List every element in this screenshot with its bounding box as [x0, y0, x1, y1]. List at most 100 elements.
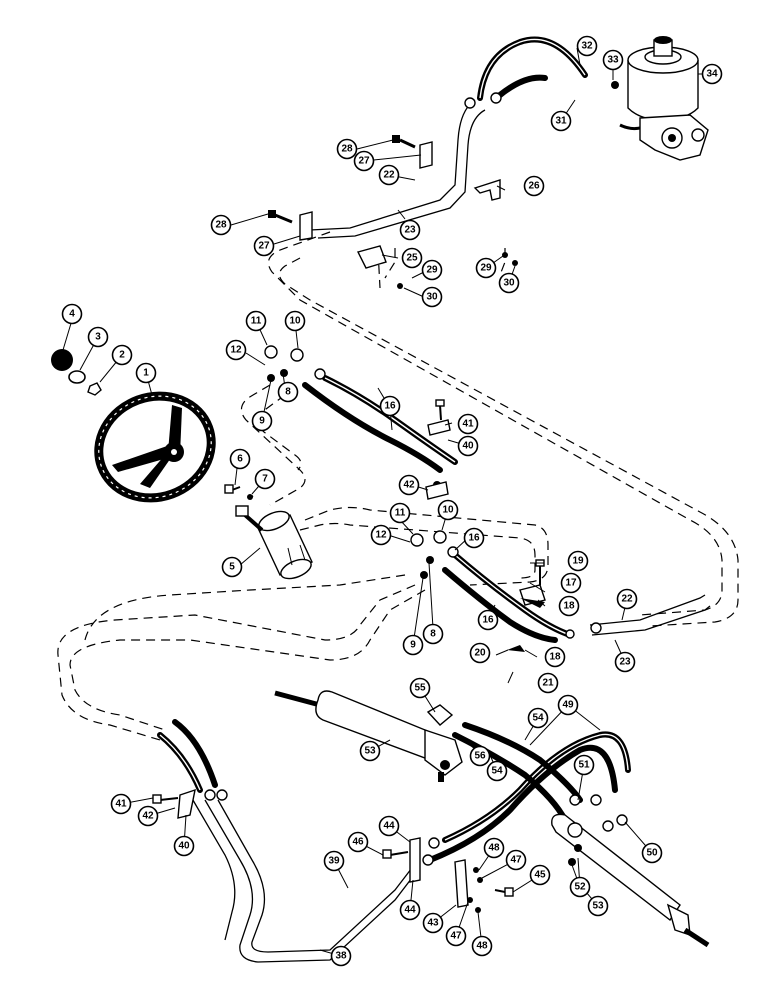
callout-12: 12 — [225, 339, 247, 361]
svg-text:16: 16 — [384, 401, 396, 412]
svg-text:50: 50 — [646, 848, 658, 859]
svg-text:22: 22 — [383, 170, 395, 181]
callout-53: 53 — [359, 740, 381, 762]
callout-18: 18 — [544, 646, 566, 668]
svg-text:42: 42 — [142, 811, 154, 822]
callout-23: 23 — [614, 651, 636, 673]
callout-27: 27 — [353, 150, 375, 172]
svg-text:49: 49 — [562, 700, 574, 711]
callout-16: 16 — [379, 395, 401, 417]
svg-text:11: 11 — [251, 316, 262, 327]
brackets — [177, 141, 546, 908]
bolts — [152, 135, 545, 897]
callout-19: 19 — [567, 550, 589, 572]
svg-text:28: 28 — [341, 144, 353, 155]
callout-2: 2 — [111, 344, 133, 366]
svg-text:40: 40 — [462, 441, 474, 452]
svg-text:25: 25 — [406, 253, 418, 264]
svg-text:12: 12 — [230, 345, 242, 356]
svg-text:16: 16 — [482, 615, 494, 626]
svg-text:45: 45 — [534, 870, 546, 881]
callout-45: 45 — [529, 864, 551, 886]
svg-text:41: 41 — [462, 419, 474, 430]
steering-cylinder-upper — [274, 690, 463, 782]
svg-text:54: 54 — [491, 766, 503, 777]
callout-41: 41 — [457, 413, 479, 435]
steering-wheel — [94, 391, 216, 503]
callout-47: 47 — [505, 849, 527, 871]
callout-46: 46 — [347, 831, 369, 853]
callout-56: 56 — [469, 745, 491, 767]
svg-text:44: 44 — [383, 821, 395, 832]
lower-steel-tubes — [189, 794, 419, 963]
svg-text:43: 43 — [427, 918, 439, 929]
callout-43: 43 — [422, 912, 444, 934]
svg-text:42: 42 — [403, 480, 415, 491]
svg-text:16: 16 — [468, 533, 480, 544]
callout-9: 9 — [402, 634, 424, 656]
svg-text:29: 29 — [426, 265, 438, 276]
svg-text:27: 27 — [358, 156, 370, 167]
callout-44: 44 — [378, 815, 400, 837]
callout-5: 5 — [221, 556, 243, 578]
callout-42: 42 — [398, 474, 420, 496]
callout-40: 40 — [457, 435, 479, 457]
dashed-routing-lines — [57, 231, 739, 741]
callout-54: 54 — [527, 707, 549, 729]
callout-51: 51 — [573, 754, 595, 776]
steering-valve — [235, 505, 313, 580]
callout-48: 48 — [483, 837, 505, 859]
svg-text:48: 48 — [488, 843, 500, 854]
svg-text:46: 46 — [352, 837, 364, 848]
svg-text:38: 38 — [335, 951, 347, 962]
callout-10: 10 — [284, 310, 306, 332]
svg-text:29: 29 — [480, 263, 492, 274]
callout-29: 29 — [475, 257, 497, 279]
callout-1: 1 — [135, 362, 157, 384]
svg-text:2: 2 — [119, 350, 125, 361]
callout-34: 34 — [701, 63, 723, 85]
svg-text:7: 7 — [262, 474, 268, 485]
callout-27: 27 — [253, 235, 275, 257]
svg-text:5: 5 — [229, 562, 235, 573]
svg-text:30: 30 — [426, 292, 438, 303]
callout-18: 18 — [558, 595, 580, 617]
svg-text:30: 30 — [503, 278, 515, 289]
callout-47: 47 — [445, 925, 467, 947]
callout-28: 28 — [336, 138, 358, 160]
callout-12: 12 — [370, 524, 392, 546]
callout-40: 40 — [173, 835, 195, 857]
svg-text:41: 41 — [115, 799, 127, 810]
svg-text:48: 48 — [476, 941, 488, 952]
svg-text:23: 23 — [619, 657, 631, 668]
svg-text:33: 33 — [607, 55, 619, 66]
hydraulic-hoses — [157, 36, 631, 863]
callout-17: 17 — [560, 572, 582, 594]
fittings — [204, 81, 628, 913]
callout-32: 32 — [576, 35, 598, 57]
callout-28: 28 — [210, 214, 232, 236]
callout-11: 11 — [245, 310, 267, 332]
svg-text:26: 26 — [528, 181, 540, 192]
callout-49: 49 — [557, 694, 579, 716]
callout-44: 44 — [399, 899, 421, 921]
svg-text:27: 27 — [258, 241, 270, 252]
callout-8: 8 — [422, 623, 444, 645]
callout-22: 22 — [616, 588, 638, 610]
callout-55: 55 — [409, 677, 431, 699]
svg-text:44: 44 — [404, 905, 416, 916]
svg-text:8: 8 — [285, 387, 291, 398]
svg-text:17: 17 — [565, 578, 577, 589]
svg-text:47: 47 — [510, 855, 522, 866]
svg-text:39: 39 — [328, 856, 340, 867]
callout-9: 9 — [251, 410, 273, 432]
svg-text:10: 10 — [289, 316, 301, 327]
callout-4: 4 — [61, 303, 83, 325]
svg-text:40: 40 — [178, 841, 190, 852]
svg-text:23: 23 — [404, 225, 416, 236]
callout-6: 6 — [229, 448, 251, 470]
callout-48: 48 — [471, 935, 493, 957]
callout-41: 41 — [110, 793, 132, 815]
svg-text:12: 12 — [375, 530, 387, 541]
